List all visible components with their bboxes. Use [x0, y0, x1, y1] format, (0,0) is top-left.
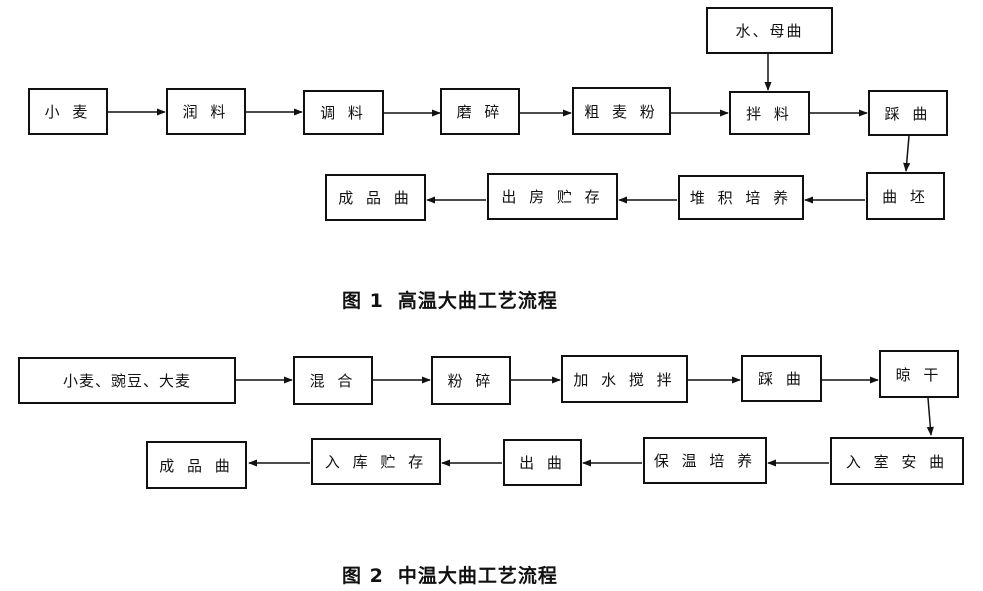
step-coarse-flour: 粗 麦 粉 [572, 87, 671, 135]
step-tread-2: 踩 曲 [741, 355, 822, 402]
step-dry: 晾 干 [879, 350, 959, 398]
step-water-mother-qu: 水、母曲 [706, 7, 833, 54]
step-into-room: 入 室 安 曲 [830, 437, 964, 485]
step-out-storage: 出 房 贮 存 [487, 173, 618, 220]
step-grind: 磨 碎 [440, 88, 520, 135]
arrow-dry-to-room [926, 397, 934, 436]
step-qu-blank: 曲 坯 [866, 172, 945, 220]
step-warm-culture: 保 温 培 养 [643, 437, 767, 484]
step-out-qu: 出 曲 [503, 439, 582, 486]
step-crush: 粉 碎 [431, 356, 511, 405]
arrow-tread-to-blank [903, 135, 911, 172]
step-blend: 混 合 [293, 356, 373, 405]
step-adjust: 调 料 [303, 90, 384, 135]
step-water-stir: 加 水 搅 拌 [561, 355, 688, 403]
step-warehouse: 入 库 贮 存 [311, 438, 441, 485]
figure1-caption-number: 图 1 [342, 290, 384, 312]
step-finished-2: 成 品 曲 [146, 441, 247, 489]
figure2-caption: 图 2 中温大曲工艺流程 [342, 561, 558, 588]
step-finished-1: 成 品 曲 [325, 174, 426, 221]
figure1-caption: 图 1 高温大曲工艺流程 [342, 286, 558, 313]
step-moisten: 润 料 [166, 88, 246, 135]
figure2-caption-title: 中温大曲工艺流程 [397, 565, 558, 587]
step-grains: 小麦、豌豆、大麦 [18, 357, 236, 404]
figure2-caption-number: 图 2 [342, 565, 384, 587]
step-mix: 拌 料 [729, 91, 810, 135]
step-wheat: 小 麦 [28, 88, 108, 135]
figure1-caption-title: 高温大曲工艺流程 [397, 290, 558, 312]
step-tread: 踩 曲 [868, 90, 948, 136]
step-stack-culture: 堆 积 培 养 [678, 175, 804, 220]
